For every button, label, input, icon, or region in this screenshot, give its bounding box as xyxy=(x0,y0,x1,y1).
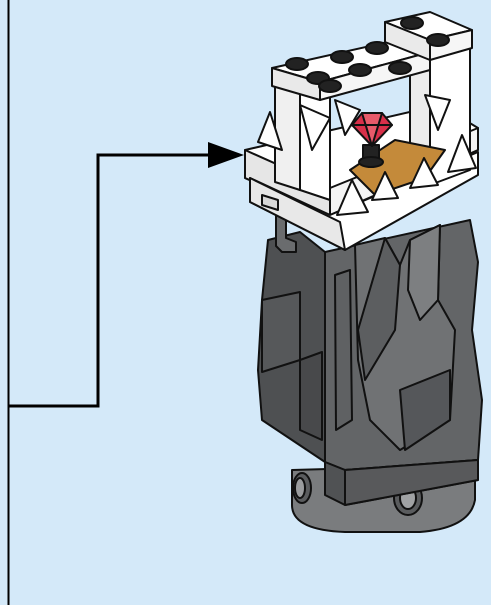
callout-arrowhead xyxy=(208,142,244,168)
callout-line xyxy=(9,155,214,406)
tower-crown xyxy=(245,12,478,250)
callout-connector xyxy=(9,0,245,605)
tower-model xyxy=(245,12,482,532)
tower-rock-body xyxy=(258,206,482,505)
